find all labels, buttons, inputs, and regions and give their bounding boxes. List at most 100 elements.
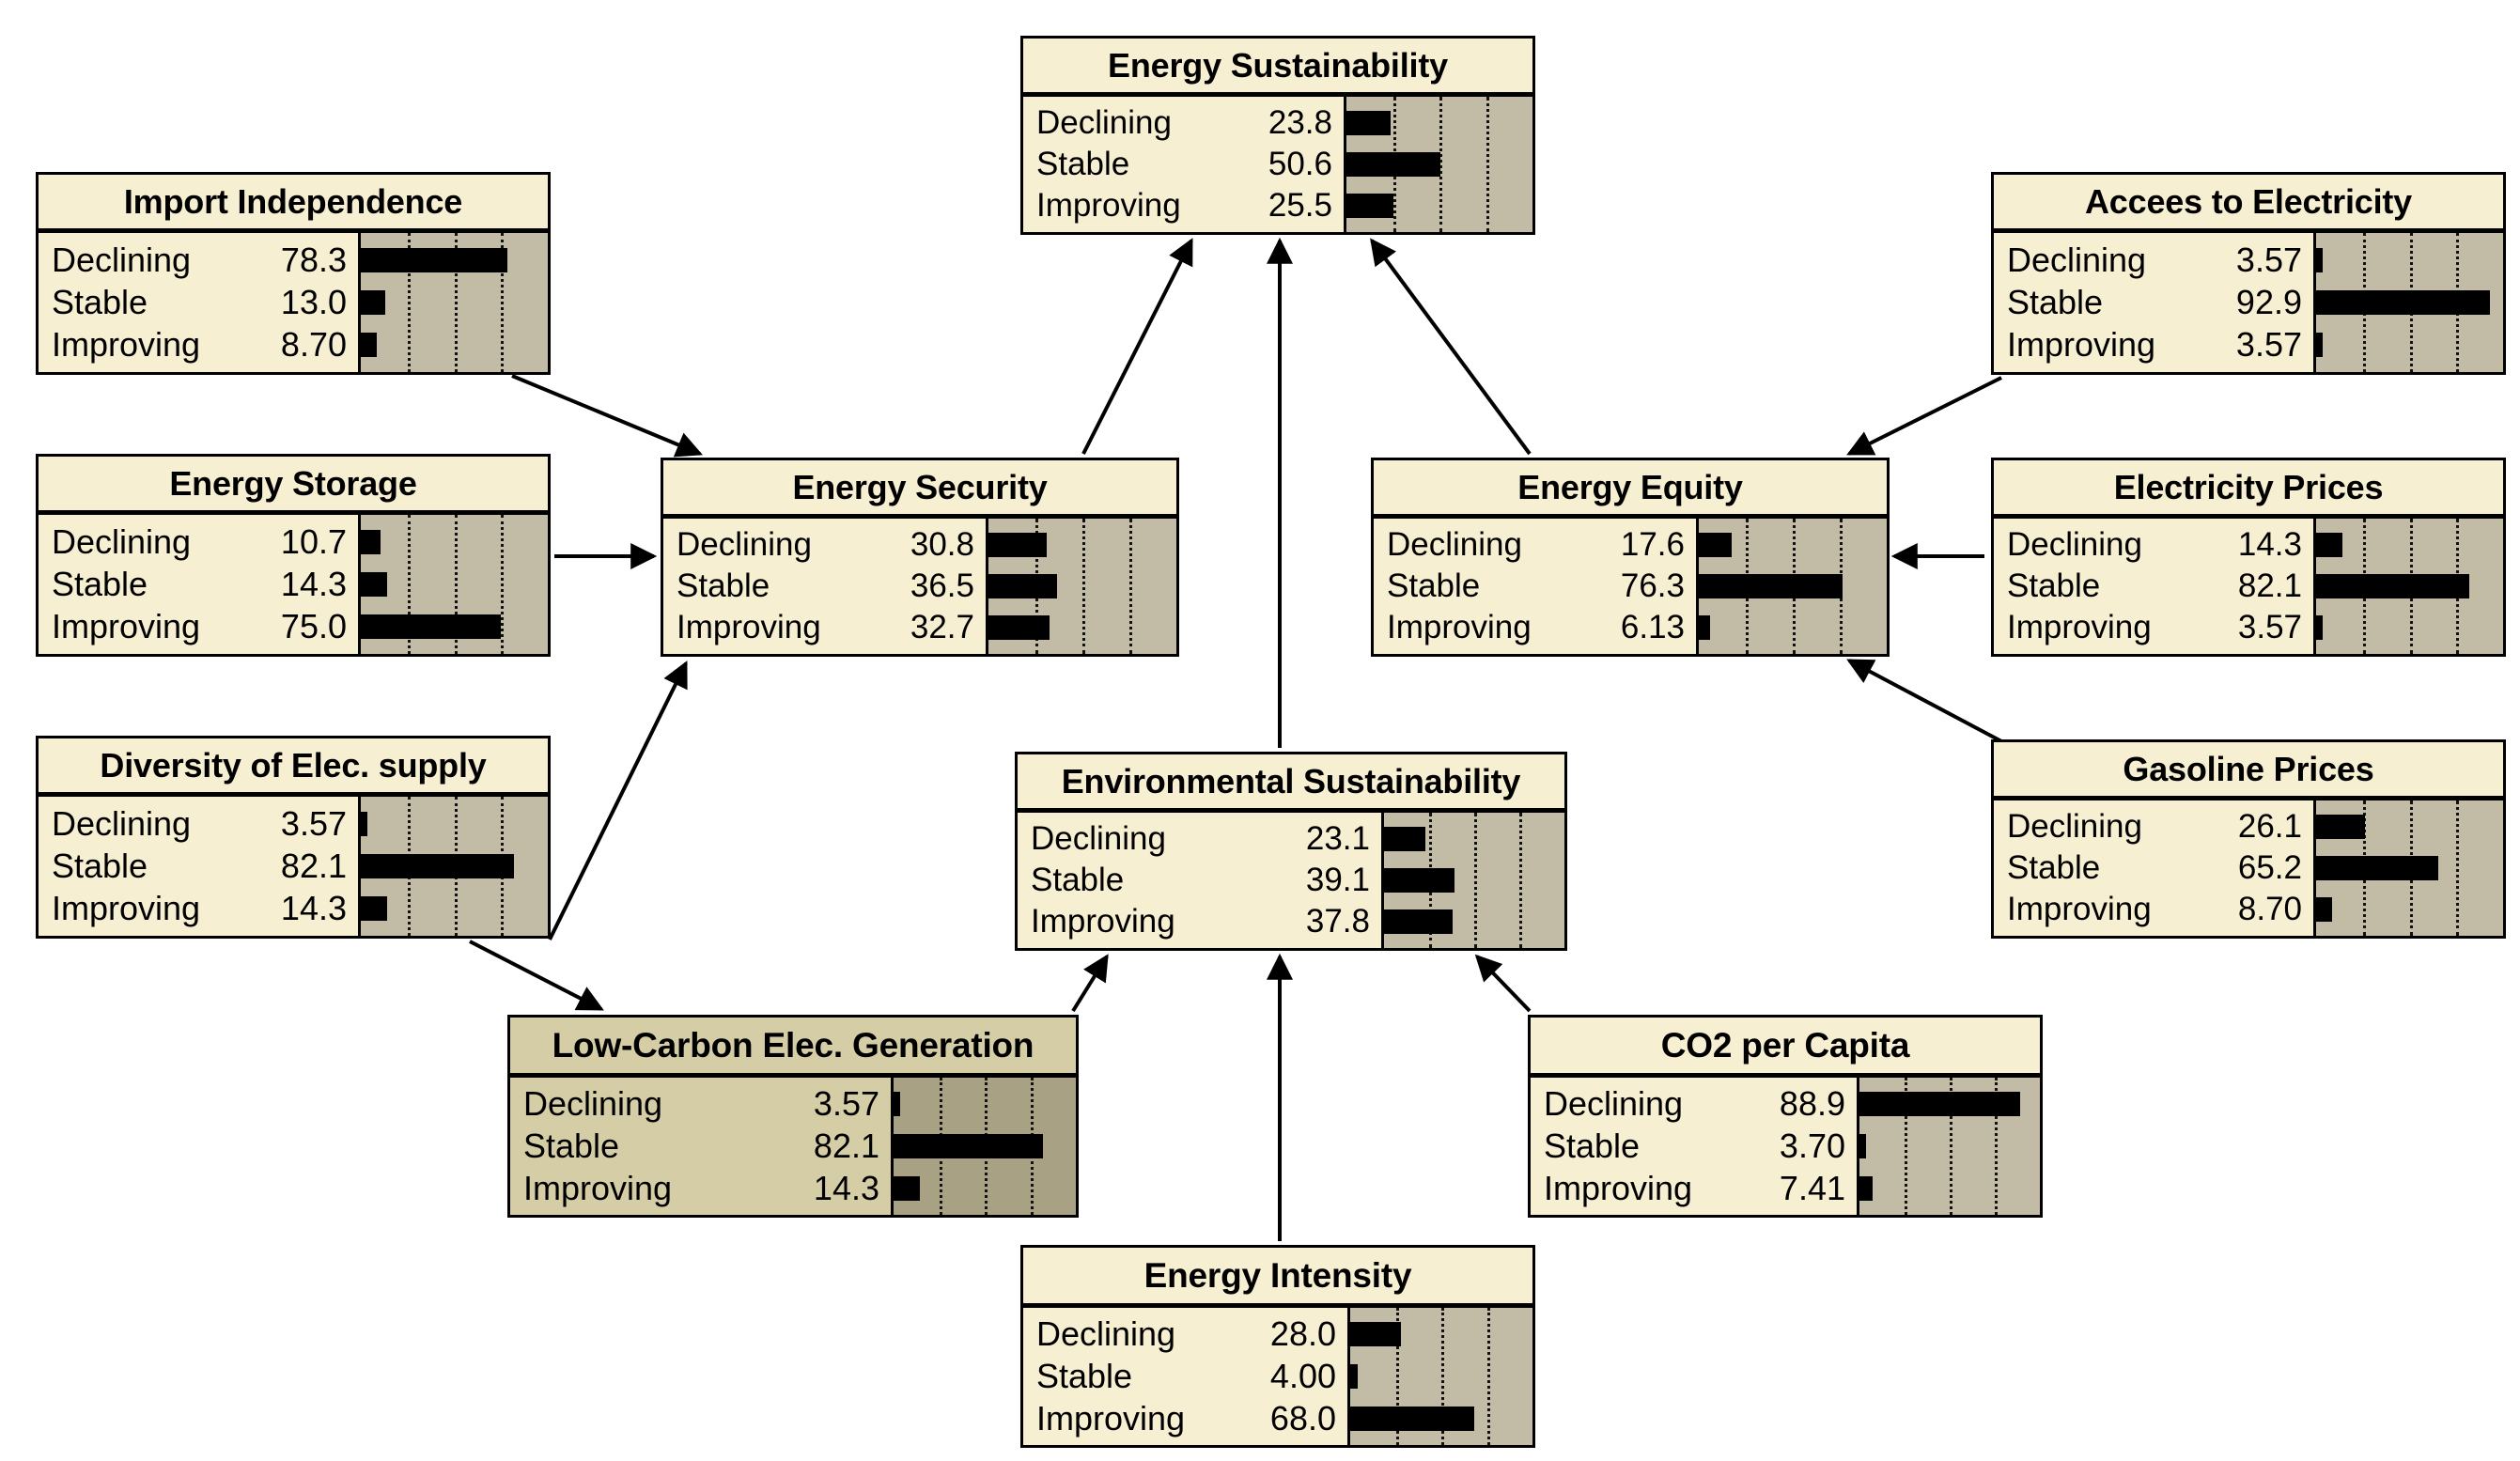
state-bar — [361, 529, 381, 554]
state-bar — [988, 574, 1057, 598]
state-bar-row — [1699, 524, 1887, 566]
state-name: Declining — [523, 1084, 663, 1124]
probability-bar-chart — [2316, 519, 2503, 654]
state-bar — [2316, 574, 2470, 598]
state-probability-value: 23.1 — [1305, 820, 1370, 857]
state-bar-row — [1350, 1313, 1532, 1356]
state-bar-row — [1699, 566, 1887, 607]
state-bar — [2316, 856, 2438, 880]
state-name: Declining — [2007, 808, 2142, 845]
state-probability-value: 10.7 — [280, 521, 347, 561]
state-bar — [2316, 615, 2324, 640]
state-probability-value: 8.70 — [2237, 891, 2302, 927]
state-bar — [361, 853, 515, 879]
state-bar-row — [2316, 239, 2503, 281]
state-name: Improving — [1031, 903, 1175, 940]
state-name: Declining — [52, 240, 192, 279]
state-bar — [2316, 289, 2490, 316]
state-bar — [988, 533, 1047, 557]
state-probability-value: 14.3 — [813, 1168, 879, 1207]
state-bar — [1350, 1406, 1474, 1431]
state-name: Improving — [52, 325, 201, 365]
state-probability-value: 17.6 — [1620, 526, 1685, 563]
node-title: Diversity of Elec. supply — [39, 738, 548, 797]
state-bar — [1859, 1175, 1874, 1201]
state-probability-value: 75.0 — [280, 607, 347, 646]
state-probability-value: 8.70 — [280, 325, 347, 365]
state-probability-value: 37.8 — [1305, 903, 1370, 940]
probability-bar-chart — [1859, 1078, 2040, 1215]
state-probability-value: 92.9 — [2235, 282, 2302, 321]
state-bar — [1699, 533, 1733, 557]
state-probability-value: 3.70 — [1779, 1127, 1845, 1165]
state-name: Stable — [52, 282, 148, 321]
node-title: Energy Storage — [39, 457, 548, 515]
state-probability-value: 26.1 — [2237, 808, 2302, 845]
state-probability-value: 6.13 — [1620, 609, 1685, 645]
state-name: Improving — [52, 607, 201, 646]
probability-bar-chart — [361, 797, 548, 936]
state-probability-value: 14.3 — [2237, 526, 2302, 563]
state-bar — [1350, 1364, 1358, 1389]
state-name: Improving — [2007, 891, 2152, 927]
state-name: Improving — [2007, 325, 2156, 365]
state-probability-value: 76.3 — [1620, 567, 1685, 604]
state-bar-row — [361, 888, 548, 930]
state-bar-row — [1346, 185, 1532, 226]
state-bar-row — [361, 802, 548, 845]
state-bar — [361, 247, 507, 272]
state-row: Improving 8.70 — [39, 324, 358, 366]
state-bar-row — [1699, 607, 1887, 648]
state-probability-value: 30.8 — [910, 526, 974, 563]
state-bar-row — [1350, 1397, 1532, 1439]
probability-bar-chart — [2316, 800, 2503, 936]
state-bar — [2316, 333, 2324, 358]
probability-bar-chart — [1384, 813, 1564, 948]
state-bar — [361, 896, 388, 922]
state-name: Improving — [523, 1168, 673, 1207]
probability-bar-chart — [1699, 519, 1887, 654]
state-bar — [1346, 152, 1441, 177]
state-row: Improving 14.3 — [510, 1167, 891, 1209]
state-name: Declining — [1544, 1084, 1684, 1124]
state-bar — [1384, 827, 1426, 851]
node-title: Energy Equity — [1374, 460, 1887, 519]
state-probability-value: 50.6 — [1268, 146, 1332, 182]
state-probability-value: 25.5 — [1268, 187, 1332, 224]
